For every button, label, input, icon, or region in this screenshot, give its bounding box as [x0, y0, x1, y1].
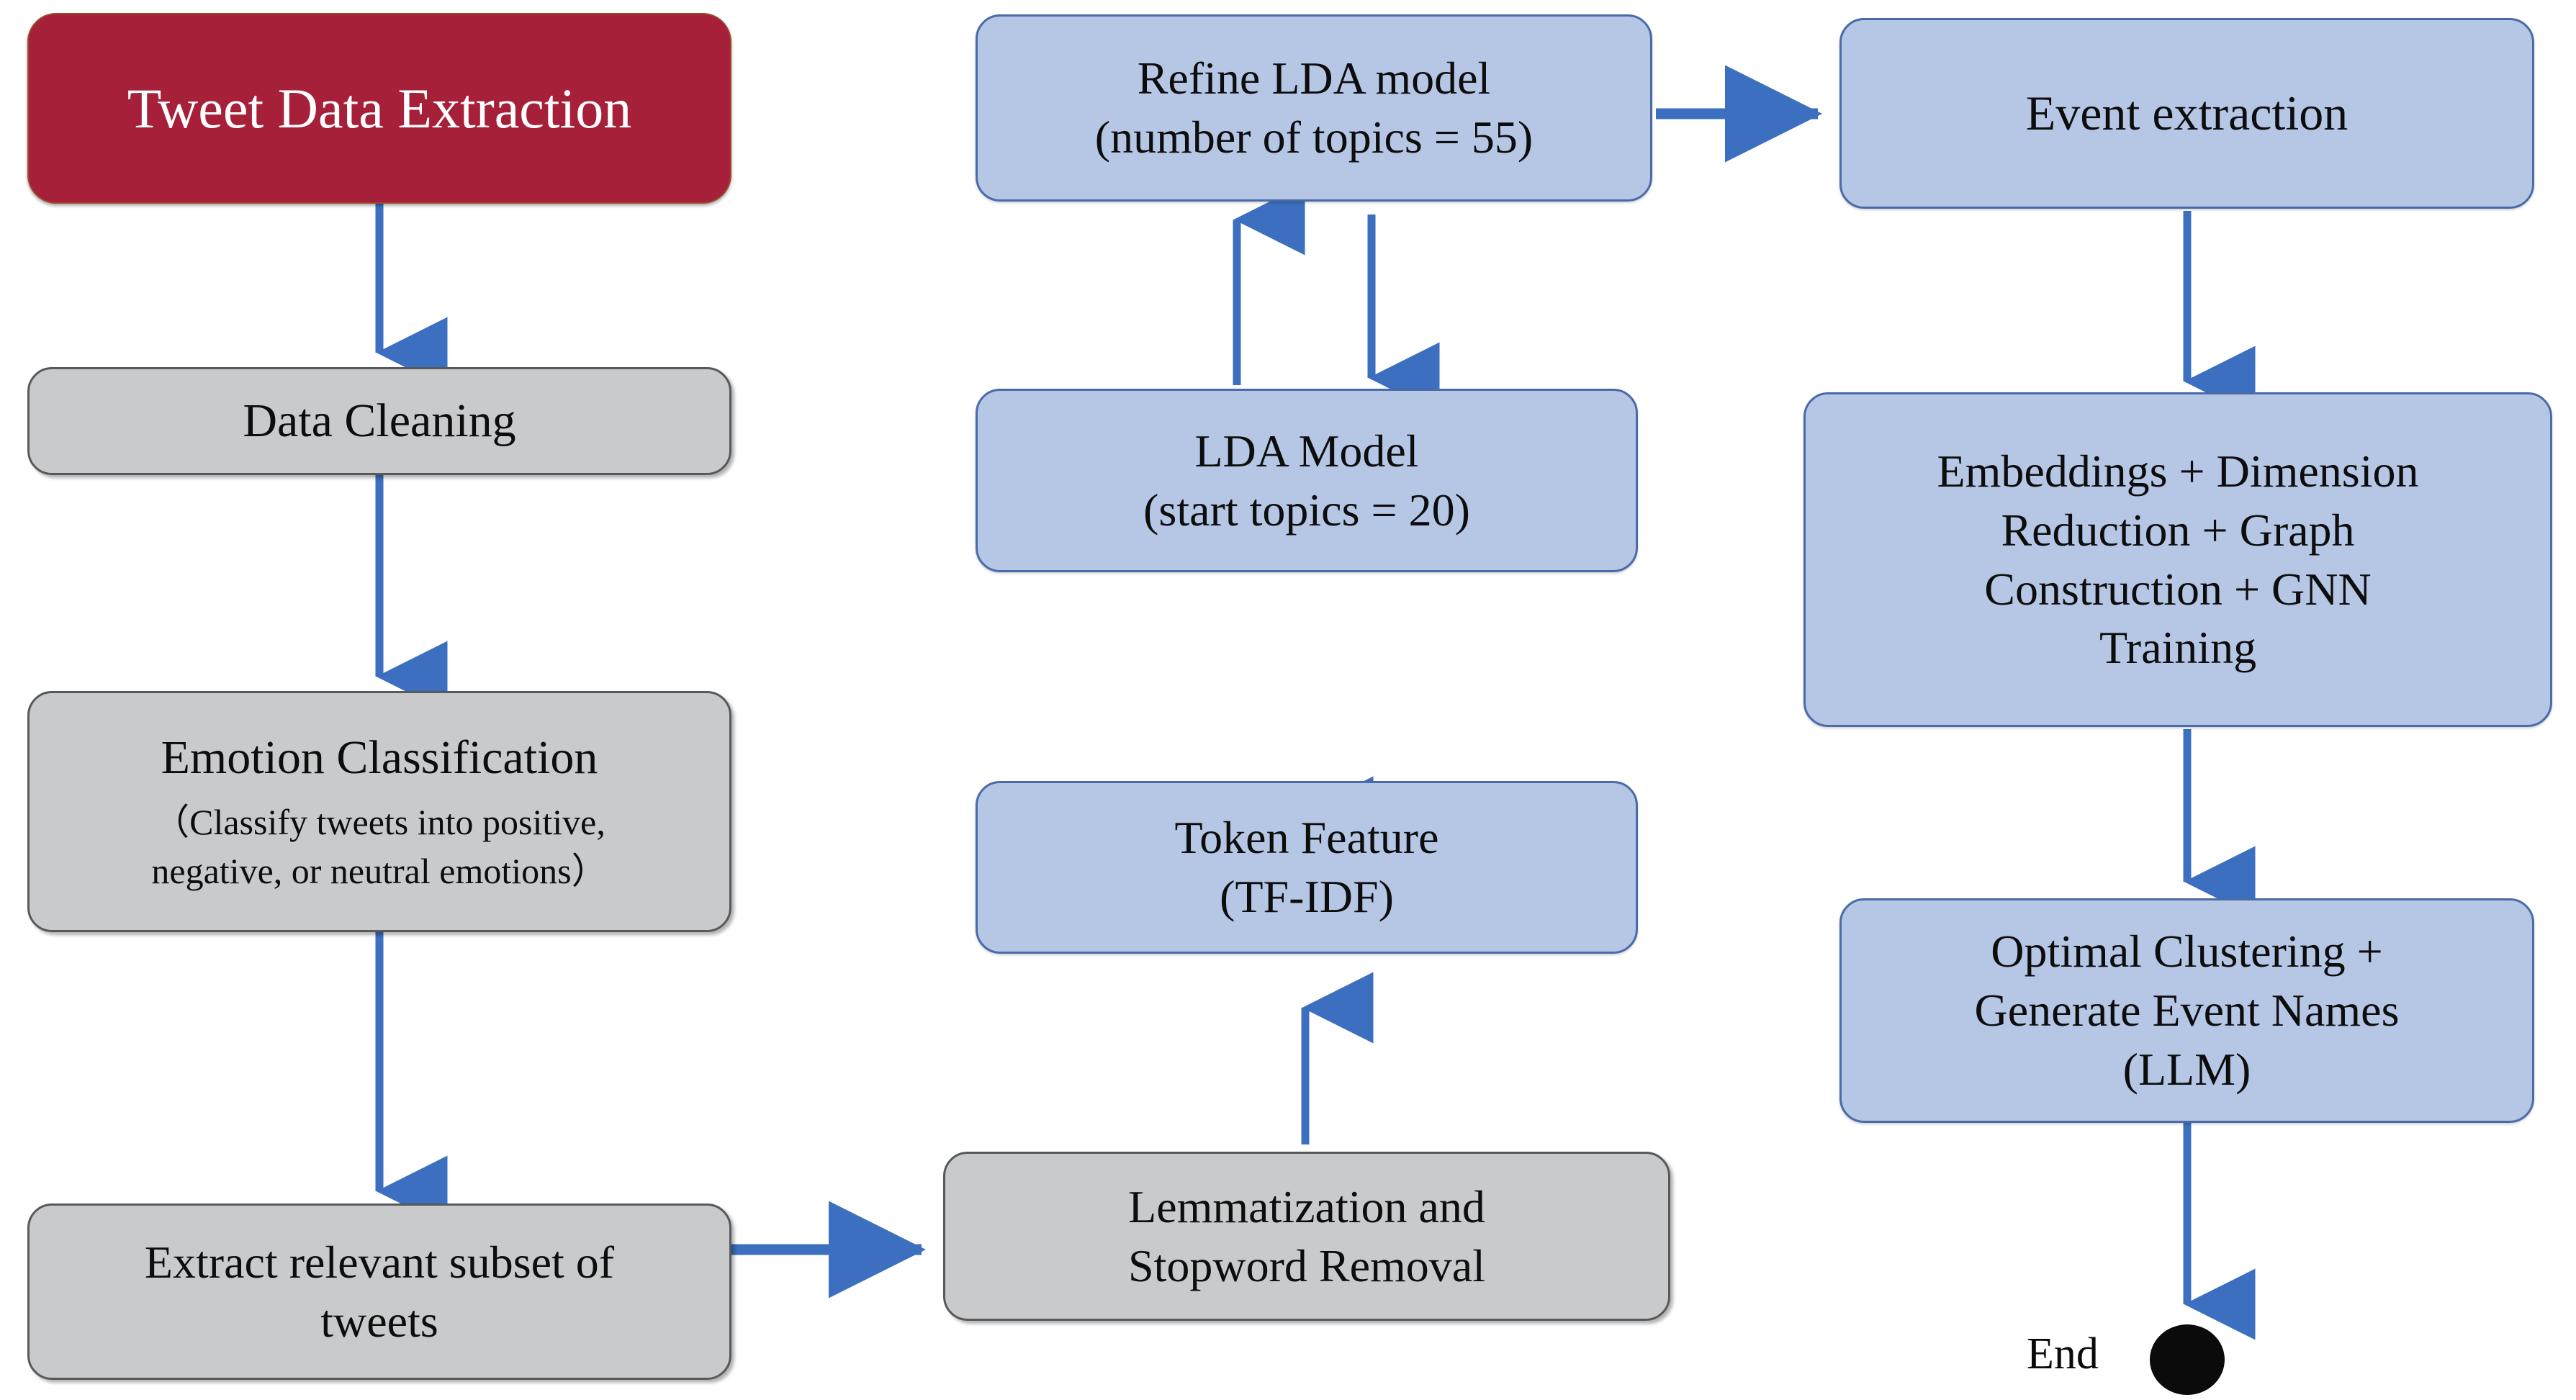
node-embeddings-gnn[interactable]: Embeddings + Dimension Reduction + Graph… [1803, 392, 2552, 727]
node-optimal-clustering[interactable]: Optimal Clustering + Generate Event Name… [1839, 898, 2534, 1123]
node-sublabel: （Classify tweets into positive, negative… [151, 802, 608, 891]
node-label: Embeddings + Dimension Reduction + Graph… [1937, 445, 2419, 674]
node-label: Optimal Clustering + Generate Event Name… [1974, 926, 2400, 1095]
node-token-feature[interactable]: Token Feature (TF-IDF) [976, 781, 1638, 954]
node-label: Event extraction [2025, 85, 2348, 140]
node-refine-lda-model[interactable]: Refine LDA model (number of topics = 55) [976, 14, 1652, 202]
node-label: Emotion Classification [161, 731, 598, 784]
node-data-cleaning[interactable]: Data Cleaning [27, 367, 731, 475]
node-label: Lemmatization and Stopword Removal [1128, 1180, 1485, 1291]
node-tweet-data-extraction[interactable]: Tweet Data Extraction [27, 13, 731, 204]
node-label: Extract relevant subset of tweets [144, 1236, 615, 1347]
node-extract-relevant-subset[interactable]: Extract relevant subset of tweets [27, 1203, 731, 1380]
node-label: Tweet Data Extraction [127, 76, 632, 140]
node-lda-model[interactable]: LDA Model (start topics = 20) [976, 389, 1638, 572]
node-lemmatization-stopword-removal[interactable]: Lemmatization and Stopword Removal [943, 1152, 1670, 1321]
node-label: Refine LDA model (number of topics = 55) [1094, 53, 1534, 163]
node-label: Data Cleaning [243, 394, 516, 447]
node-label: LDA Model (start topics = 20) [1143, 425, 1470, 536]
node-event-extraction[interactable]: Event extraction [1839, 18, 2534, 209]
end-node-dot [2150, 1324, 2225, 1395]
node-label: Token Feature (TF-IDF) [1174, 812, 1439, 922]
node-emotion-classification[interactable]: Emotion Classification （Classify tweets … [27, 691, 731, 932]
end-node-label: End [2027, 1329, 2099, 1378]
